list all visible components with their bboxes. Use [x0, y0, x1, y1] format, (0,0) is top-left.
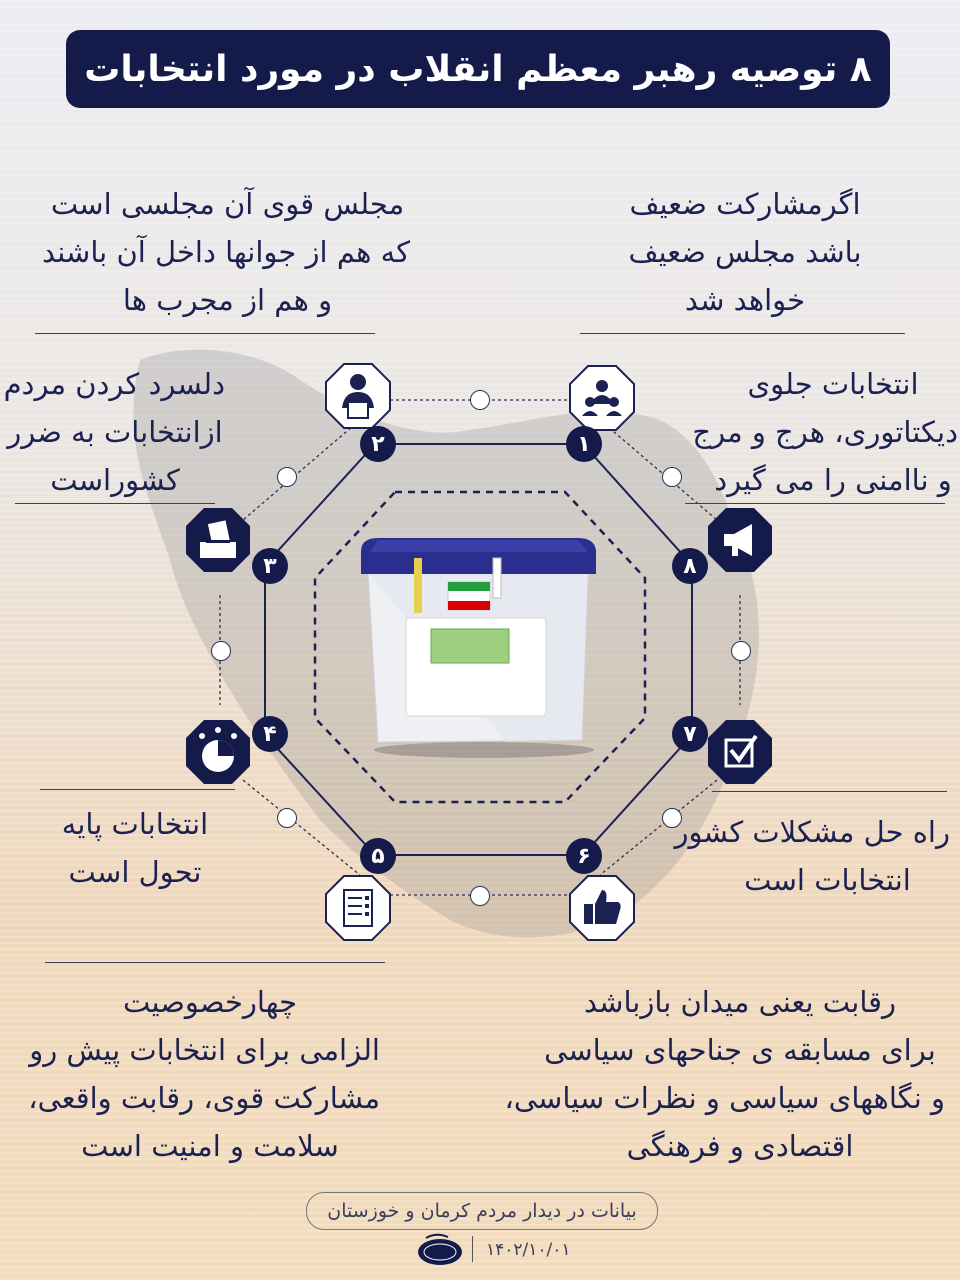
footer-separator [472, 1236, 473, 1262]
item-4-line: انتخابات پایه [61, 807, 209, 841]
ballot-box-vote-icon [186, 508, 250, 572]
item-2-line: کشوراست [50, 463, 180, 497]
item-2-text: دلسرد کردن مردم ازانتخابات به ضرر کشوراس… [3, 360, 225, 504]
item-8-line: باشد مجلس ضعیف [628, 235, 862, 269]
thumbs-up-icon [569, 875, 635, 941]
speaker-at-podium-icon [325, 363, 391, 429]
item-2-line: دلسرد کردن مردم [3, 367, 225, 401]
ballot-box-illustration [361, 538, 596, 758]
item-3-line: که هم از جوانها داخل آن باشند [42, 235, 410, 269]
item-5-text: چهارخصوصیت الزامی برای انتخابات پیش رو م… [28, 978, 380, 1170]
connector-dot [662, 467, 682, 487]
item-7-line: انتخابات است [744, 863, 911, 897]
item-7-text: راه حل مشکلات کشور انتخابات است [674, 808, 951, 904]
item-8-line: اگرمشارکت ضعیف [629, 187, 861, 221]
item-3-line: و هم از مجرب ها [122, 283, 333, 317]
item-1-line: دیکتاتوری، هرج و مرج [692, 415, 958, 449]
divider [40, 789, 235, 790]
item-6-line: و نگاههای سیاسی و نظرات سیاسی، [504, 1081, 945, 1115]
item-3-line: مجلس قوی آن مجلسی است [50, 187, 405, 221]
connector-dot [731, 641, 751, 661]
connector-dot [470, 886, 490, 906]
item-3-number: ۳ [252, 548, 288, 584]
item-6-number: ۶ [566, 838, 602, 874]
item-5-number: ۵ [360, 838, 396, 874]
item-8-number: ۸ [672, 548, 708, 584]
item-5-line: چهارخصوصیت [122, 985, 298, 1019]
checkbox-icon [708, 720, 772, 784]
item-1-line: انتخابات جلوی [747, 367, 919, 401]
divider [35, 333, 375, 334]
item-4-text: انتخابات پایه تحول است [40, 800, 230, 896]
page-title: ۸ توصیه رهبر معظم انقلاب در مورد انتخابا… [84, 48, 872, 90]
item-6-line: اقتصادی و فرهنگی [626, 1129, 854, 1163]
item-2-number: ۲ [360, 426, 396, 462]
group-of-people-icon [569, 365, 635, 431]
item-5-line: مشارکت قوی، رقابت واقعی، [28, 1081, 380, 1115]
item-3-text: مجلس قوی آن مجلسی است که هم از جوانها دا… [42, 180, 410, 324]
item-5-line: سلامت و امنیت است [81, 1129, 339, 1163]
divider [712, 791, 947, 792]
item-4-line: تحول است [68, 855, 202, 889]
pie-chart-people-icon [186, 720, 250, 784]
item-5-line: الزامی برای انتخابات پیش رو [29, 1033, 380, 1067]
connector-dot [211, 641, 231, 661]
item-8-line: خواهد شد [684, 283, 806, 317]
source-text: بیانات در دیدار مردم کرمان و خوزستان [327, 1200, 637, 1222]
item-6-text: رقابت یعنی میدان بازباشد برای مسابقه ی ج… [504, 978, 945, 1170]
item-1-line: و ناامنی را می گیرد [714, 463, 952, 497]
divider [15, 503, 215, 504]
item-6-line: رقابت یعنی میدان بازباشد [583, 985, 897, 1019]
item-1-text: انتخابات جلوی دیکتاتوری، هرج و مرج و ناا… [692, 360, 958, 504]
source-caption: بیانات در دیدار مردم کرمان و خوزستان [306, 1192, 658, 1230]
title-banner: ۸ توصیه رهبر معظم انقلاب در مورد انتخابا… [66, 30, 890, 108]
divider [45, 962, 385, 963]
connector-dot [277, 808, 297, 828]
item-6-line: برای مسابقه ی جناحهای سیاسی [544, 1033, 936, 1067]
item-7-number: ۷ [672, 716, 708, 752]
ballot-list-icon [325, 875, 391, 941]
connector-dot [662, 808, 682, 828]
megaphone-icon [708, 508, 772, 572]
divider [580, 333, 905, 334]
item-8-text: اگرمشارکت ضعیف باشد مجلس ضعیف خواهد شد [615, 180, 875, 324]
item-4-number: ۴ [252, 716, 288, 752]
item-1-number: ۱ [566, 426, 602, 462]
khamenei-seal-logo [418, 1233, 462, 1265]
item-2-line: ازانتخابات به ضرر [7, 415, 223, 449]
connector-dot [277, 467, 297, 487]
item-7-line: راه حل مشکلات کشور [674, 815, 951, 849]
footer-date: ۱۴۰۲/۱۰/۰۱ [486, 1240, 571, 1260]
connector-dot [470, 390, 490, 410]
divider [685, 503, 945, 504]
